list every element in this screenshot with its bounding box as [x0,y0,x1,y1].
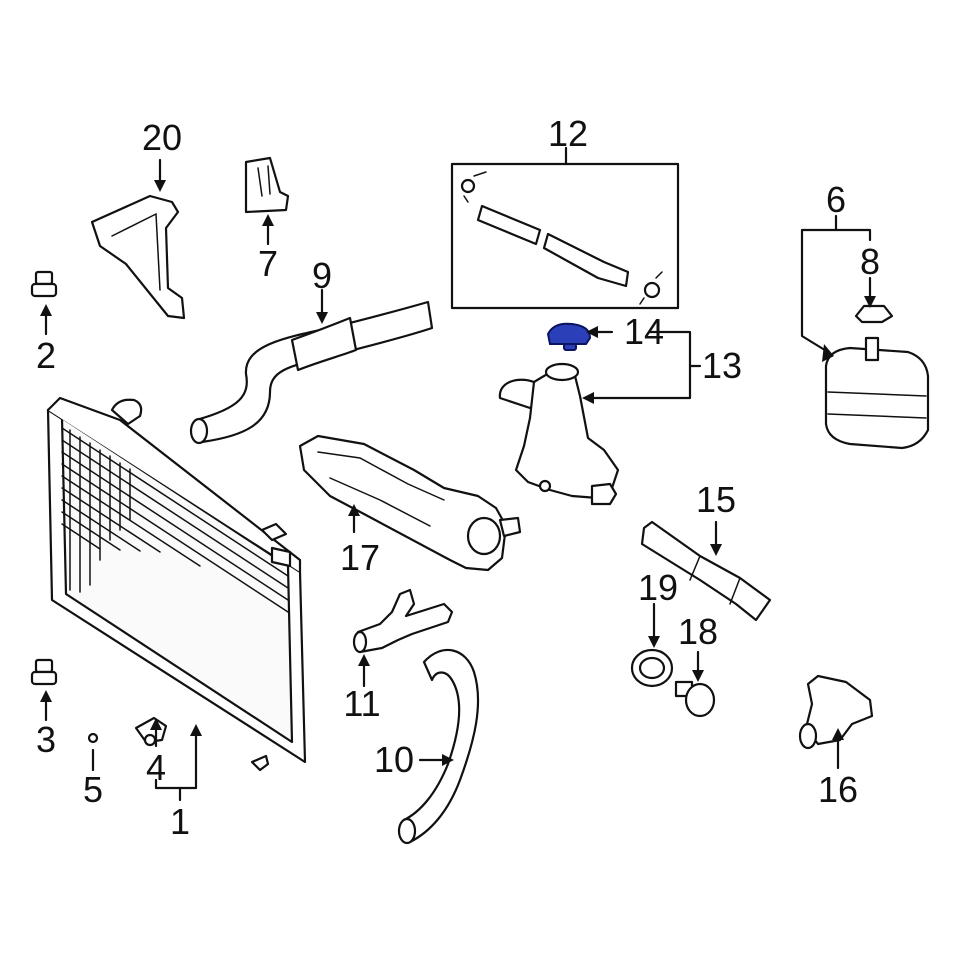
drain-cock-part-4[interactable] [134,716,168,747]
engine-housing-part-17[interactable] [298,434,522,572]
callout-9[interactable]: 9 [312,255,332,296]
callout-6[interactable]: 6 [826,179,846,220]
upper-hose-part-9[interactable] [189,300,434,445]
callout-16[interactable]: 16 [818,769,858,810]
callout-13[interactable]: 13 [702,345,742,386]
plug-part-3[interactable] [30,658,58,686]
callout-11[interactable]: 11 [343,683,380,724]
bolt-part-18[interactable] [674,680,716,718]
callout-2[interactable]: 2 [36,335,56,376]
callout-7[interactable]: 7 [258,243,278,284]
callout-20[interactable]: 20 [142,117,182,158]
callout-4[interactable]: 4 [146,747,166,788]
reservoir-cap-part-8[interactable] [854,304,894,324]
callout-14[interactable]: 14 [624,311,664,352]
water-outlet-part-13[interactable] [498,362,620,506]
reservoir-tank-part-6[interactable] [824,336,930,450]
callout-18[interactable]: 18 [678,611,718,652]
callout-8[interactable]: 8 [860,241,880,282]
callout-5[interactable]: 5 [83,769,103,810]
plug-part-2[interactable] [30,270,58,298]
radiator-core-fins [61,427,289,613]
radiator-part[interactable] [46,396,307,772]
radiator-cap-part-14[interactable] [546,322,592,351]
bracket-part-20[interactable] [90,194,186,320]
callout-10[interactable]: 10 [374,739,414,780]
callout-15[interactable]: 15 [696,479,736,520]
callout-19[interactable]: 19 [638,567,678,608]
hose-kit-part-12[interactable] [450,162,680,310]
lower-hose-part-10[interactable] [397,648,480,845]
callout-17[interactable]: 17 [340,537,380,578]
callout-1[interactable]: 1 [170,801,190,842]
water-pipe-part-11[interactable] [352,588,454,654]
gasket-part-19[interactable] [630,648,674,688]
o-ring-part-5[interactable] [87,732,99,744]
callout-3[interactable]: 3 [36,719,56,760]
leader-lines [40,146,876,802]
bypass-hose-part-15[interactable] [640,520,772,622]
clip-part-7[interactable] [244,156,290,214]
outlet-part-16[interactable] [798,674,874,750]
callout-12[interactable]: 12 [548,113,588,154]
callout-labels: 1 2 3 4 5 6 7 8 9 10 11 12 13 14 15 16 1… [36,113,880,842]
